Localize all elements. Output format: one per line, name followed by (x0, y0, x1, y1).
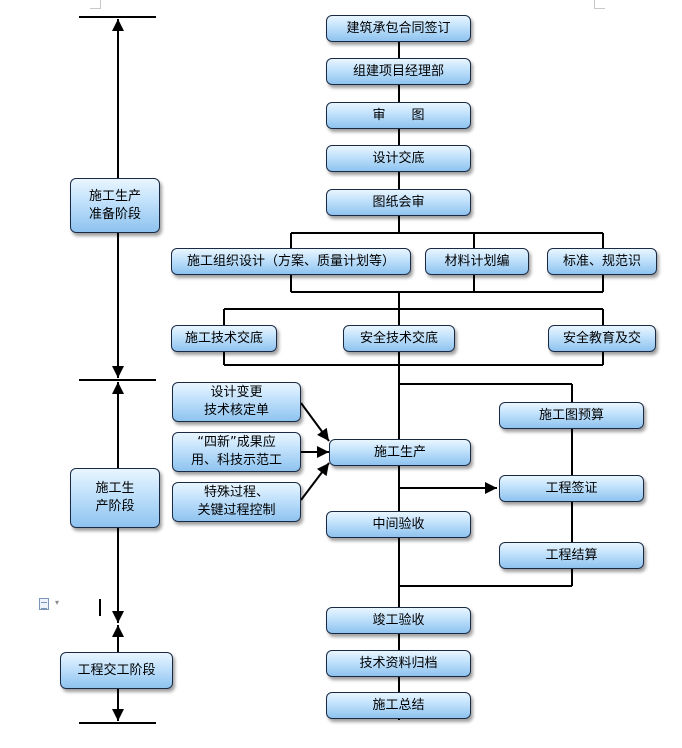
box-design-change[interactable]: 设计变更 技术核定单 (172, 382, 301, 422)
text-cursor (99, 599, 101, 616)
box-construction-org-design[interactable]: 施工组织设计（方案、质量计划等） (171, 248, 411, 275)
box-joint-review[interactable]: 图纸会审 (326, 189, 471, 216)
box-technical-archive[interactable]: 技术资料归档 (326, 650, 471, 677)
box-construction-production[interactable]: 施工生产 (329, 439, 471, 466)
box-design-briefing[interactable]: 设计交底 (326, 145, 471, 172)
box-engineering-visa[interactable]: 工程签证 (499, 475, 644, 502)
page-corner-left (90, 0, 101, 9)
box-key-process-control[interactable]: 特殊过程、 关键过程控制 (172, 482, 301, 522)
phase-production[interactable]: 施工生 产阶段 (70, 468, 160, 528)
flow-arrows (300, 402, 497, 501)
box-contract-signing[interactable]: 建筑承包合同签订 (326, 15, 471, 42)
box-project-settlement[interactable]: 工程结算 (499, 542, 644, 569)
box-technical-briefing[interactable]: 施工技术交底 (171, 325, 277, 352)
box-material-plan[interactable]: 材料计划编 (425, 248, 529, 275)
page-corner-right (594, 0, 605, 9)
box-construction-summary[interactable]: 施工总结 (326, 692, 471, 719)
box-four-new-results[interactable]: “四新”成果应 用、科技示范工 (172, 432, 301, 472)
box-drawing-review[interactable]: 审 图 (326, 102, 471, 129)
document-icon[interactable] (39, 598, 49, 610)
phase-handover[interactable]: 工程交工阶段 (60, 652, 173, 689)
box-safety-technical-briefing[interactable]: 安全技术交底 (343, 325, 455, 352)
box-safety-education[interactable]: 安全教育及交 (548, 325, 656, 352)
box-construction-budget[interactable]: 施工图预算 (499, 402, 644, 429)
box-standards[interactable]: 标准、规范识 (547, 248, 657, 275)
dropdown-caret-icon[interactable]: ▾ (55, 598, 60, 607)
box-project-department[interactable]: 组建项目经理部 (326, 58, 471, 85)
phase-preparation[interactable]: 施工生产 准备阶段 (70, 178, 160, 233)
box-intermediate-acceptance[interactable]: 中间验收 (326, 511, 471, 538)
box-completion-acceptance[interactable]: 竣工验收 (326, 607, 471, 634)
